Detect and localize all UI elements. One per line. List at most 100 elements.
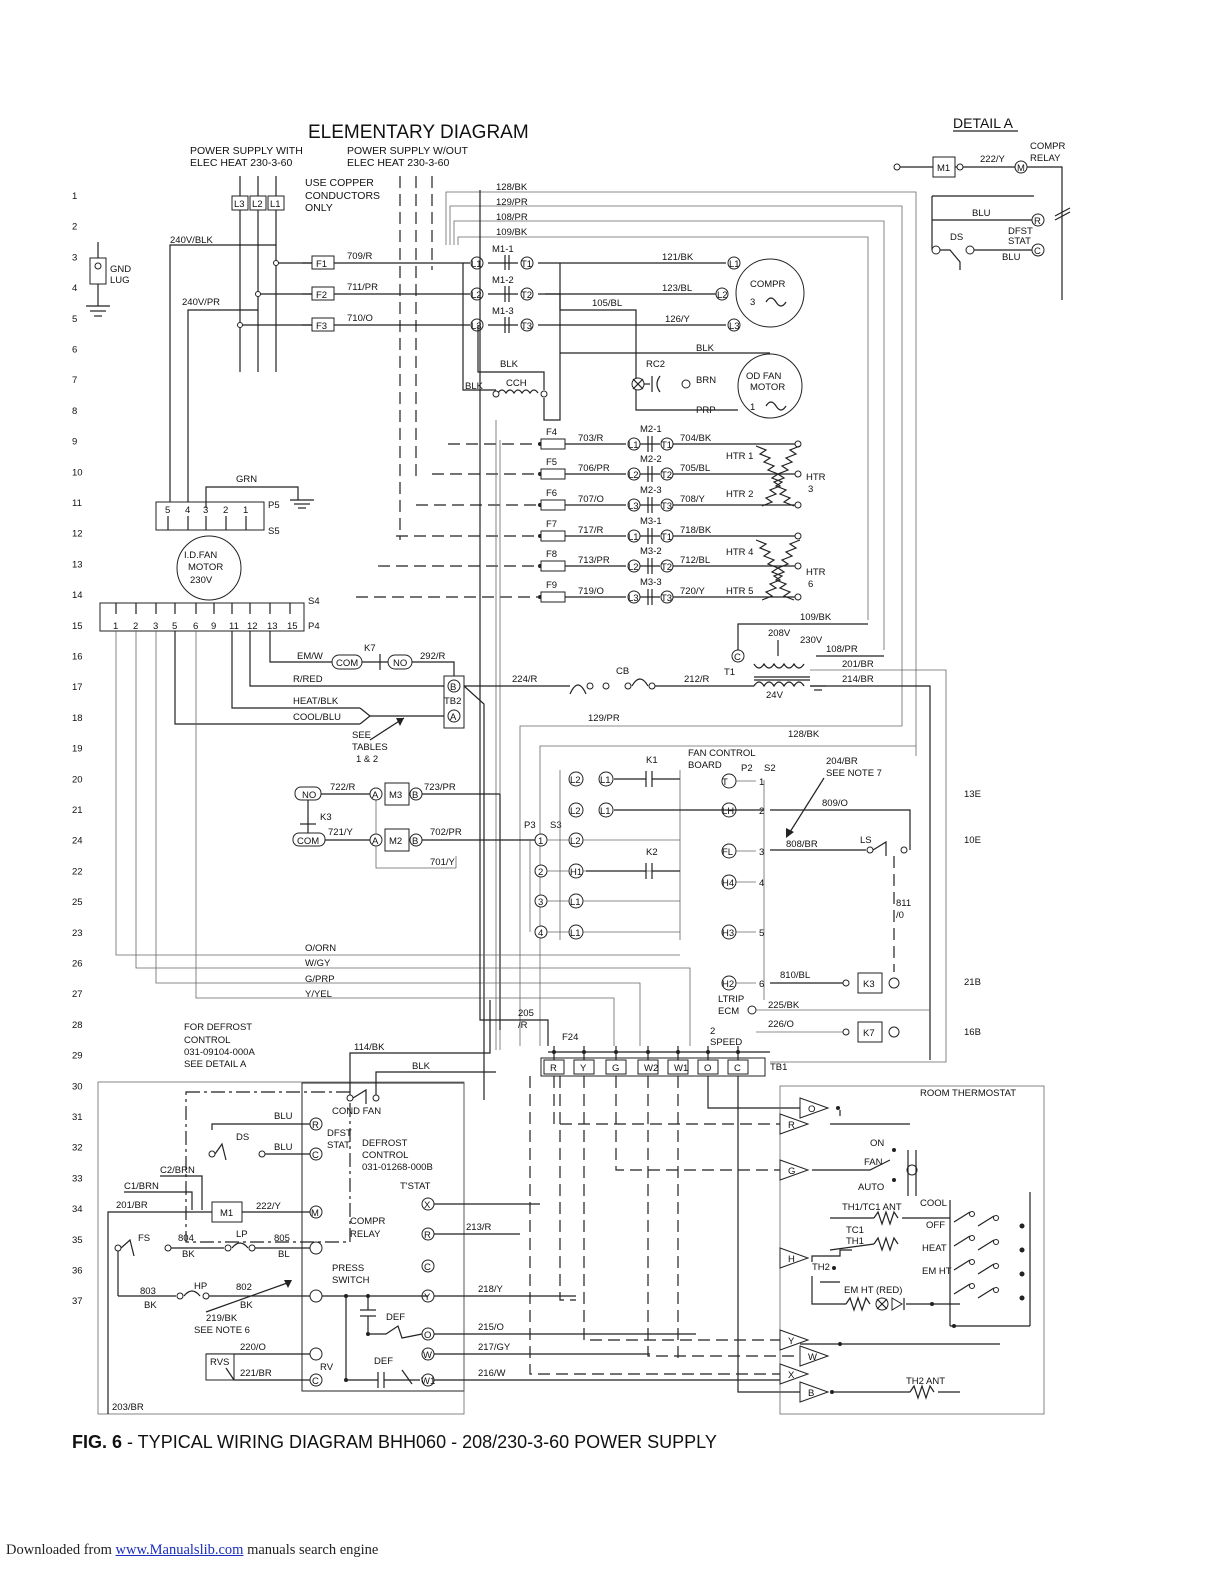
fcb-p2: P2	[741, 763, 753, 774]
rt-term: B	[808, 1388, 814, 1399]
id-fan-l1: I.D.FAN	[184, 550, 217, 561]
heater-contact: M2-1	[640, 424, 662, 435]
wire-292r: 292/R	[420, 651, 445, 662]
defrost-w803-1: 803	[140, 1286, 156, 1297]
copper-note-3: ONLY	[305, 202, 333, 214]
row-number: 20	[72, 774, 83, 785]
wire-126y: 126/Y	[665, 314, 690, 325]
defrost-blk: BLK	[412, 1061, 431, 1072]
fcb-right-pin: 3	[759, 847, 764, 858]
od-blk: BLK	[696, 343, 715, 354]
m1-1-label: M1-1	[492, 244, 514, 255]
p5-pin: 2	[223, 505, 228, 516]
fcb-right-term: H3	[722, 928, 734, 939]
row-number: 25	[72, 897, 83, 908]
fcb-k1: K1	[646, 755, 658, 766]
heater-fuse: F4	[546, 427, 557, 438]
defrost-dfst-2: STAT	[327, 1140, 350, 1151]
row-number: 36	[72, 1266, 83, 1277]
defrost-ctrl-2: CONTROL	[362, 1150, 408, 1161]
row-numbers: 1234567891011121314151617181920212422252…	[72, 191, 83, 1307]
defrost-section: FOR DEFROST CONTROL 031-09104-000A SEE D…	[97, 1000, 786, 1415]
p5-label: P5	[268, 500, 280, 511]
heater-term-l: L1	[628, 440, 639, 451]
heater-labels: HTR 1 HTR 2 HTR 4 HTR 5 HTR 3 HTR 6	[726, 445, 826, 601]
fcb-right-pin: 5	[759, 928, 764, 939]
fcb-p3: P3	[524, 820, 536, 831]
m3-label: M3	[389, 790, 402, 801]
heater-out-wire: 705/BL	[680, 463, 710, 474]
defrost-tstat: T'STAT	[400, 1181, 431, 1192]
p4-pin: 11	[229, 621, 239, 632]
gnd-label: GND	[110, 264, 131, 275]
p5-pin: 3	[203, 505, 208, 516]
wire-709r: 709/R	[347, 251, 372, 262]
fcb-left-term: L2	[570, 775, 581, 786]
row-number: 15	[72, 621, 83, 632]
defrost-w114: 114/BK	[354, 1042, 385, 1053]
rt-title: ROOM THERMOSTAT	[920, 1088, 1016, 1099]
fcb-right-term: FL	[722, 847, 733, 858]
htr-bank-3-a: HTR	[806, 472, 826, 483]
htr-bank-6-b: 6	[808, 579, 813, 590]
rt-term: Y	[788, 1336, 795, 1347]
heater-term-t: T3	[661, 593, 672, 604]
blk-label-1: BLK	[500, 359, 519, 370]
wire-214br: 214/BR	[842, 674, 874, 685]
caption-fig-number: FIG. 6	[72, 1432, 123, 1452]
wire-105bl: 105/BL	[592, 298, 622, 309]
rt-on: ON	[870, 1138, 884, 1149]
defrost-w805-2: BL	[278, 1249, 290, 1260]
m3-b: B	[412, 790, 418, 801]
detail-a-m: M	[1017, 163, 1025, 174]
row-number: 10	[72, 467, 83, 478]
defrost-y: Y	[424, 1292, 431, 1303]
fcb-p3-pin: 1	[538, 836, 543, 847]
fcb-right-term: LH	[722, 806, 734, 817]
row-number: 37	[72, 1296, 83, 1307]
row-number: 31	[72, 1112, 83, 1123]
p5-pin: 1	[243, 505, 248, 516]
defrost-compr-relay-2: RELAY	[350, 1229, 381, 1240]
row-number: 21	[72, 805, 83, 816]
tb2-label: TB2	[444, 696, 461, 707]
m1-2-label: M1-2	[492, 275, 514, 286]
row-number: 1	[72, 191, 77, 202]
p5-pin: 4	[185, 505, 190, 516]
defrost-press-2: SWITCH	[332, 1275, 370, 1286]
m2-a: A	[372, 836, 379, 847]
defrost-note-2: CONTROL	[184, 1035, 230, 1046]
fcb-right-term: H4	[722, 878, 734, 889]
heater-rows: F4703/RL1M2-1T1704/BKF5706/PRL2M2-2T2705…	[356, 420, 802, 1050]
defrost-x: X	[424, 1200, 431, 1211]
heat-blk-label: HEAT/BLK	[293, 696, 339, 707]
htr-4: HTR 4	[726, 547, 753, 558]
fcb-w226: 226/O	[768, 1019, 794, 1030]
htr-5: HTR 5	[726, 586, 753, 597]
defrost-blu2: BLU	[274, 1142, 293, 1153]
heater-in-wire: 703/R	[578, 433, 603, 444]
relay-no: NO	[302, 790, 316, 801]
defrost-w220: 220/O	[240, 1342, 266, 1353]
defrost-o: O	[424, 1330, 431, 1341]
heater-term-t: T1	[661, 440, 672, 451]
tb1-f24: F24	[562, 1032, 578, 1043]
p4-pin: 15	[287, 621, 298, 632]
heater-term-t: T1	[661, 532, 672, 543]
tb1-term: W1	[674, 1063, 688, 1074]
ps-with-heat-1: POWER SUPPLY WITH	[190, 145, 303, 157]
defrost-dfst-1: DFST	[327, 1128, 352, 1139]
heater-contact: M2-3	[640, 485, 662, 496]
heater-term-l: L3	[628, 593, 639, 604]
defrost-w201: 201/BR	[116, 1200, 148, 1211]
fcb-speed-2: SPEED	[710, 1037, 742, 1048]
diagram-title: ELEMENTARY DIAGRAM	[308, 122, 529, 143]
rt-emht-red: EM HT (RED)	[844, 1285, 902, 1296]
footer-link[interactable]: www.Manualslib.com	[115, 1542, 244, 1558]
tw-y-yel: Y/YEL	[305, 989, 332, 1000]
fcb-w811-1: 811	[896, 898, 911, 909]
detail-a-dfst: DFST	[1008, 226, 1033, 237]
